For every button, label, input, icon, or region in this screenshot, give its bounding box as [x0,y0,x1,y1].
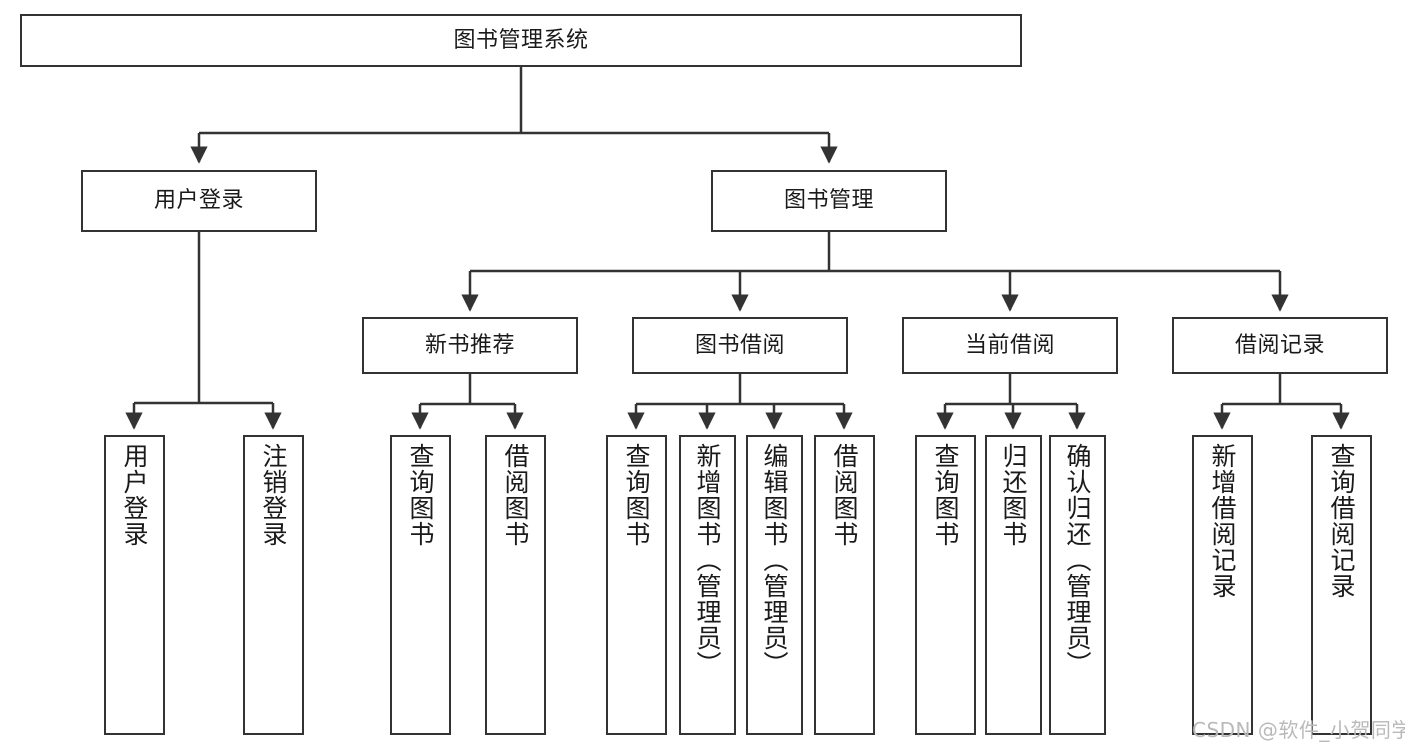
node-borrow-record[interactable]: 借阅记录 [1172,317,1388,374]
node-leaf-borrow-book-recommend-label: 借阅图书 [501,443,530,547]
node-user-login-label: 用户登录 [153,188,244,214]
node-leaf-add-borrow-record[interactable]: 新增借阅记录 [1192,435,1253,735]
node-root[interactable]: 图书管理系统 [20,14,1022,67]
node-leaf-query-borrow-record[interactable]: 查询借阅记录 [1311,435,1372,735]
node-leaf-edit-book-label: 编辑图书（管理员） [760,443,789,677]
node-leaf-query-book-borrow[interactable]: 查询图书 [606,435,667,735]
node-leaf-query-book-borrow-label: 查询图书 [622,443,651,547]
node-leaf-query-book-recommend-label: 查询图书 [406,443,435,547]
node-current-borrow-label: 当前借阅 [964,332,1055,358]
node-leaf-add-book-label: 新增图书（管理员） [693,443,722,677]
node-leaf-borrow-book-label: 借阅图书 [830,443,859,547]
node-leaf-logout-label: 注销登录 [259,443,288,547]
node-user-login[interactable]: 用户登录 [81,170,317,232]
node-root-label: 图书管理系统 [453,27,589,53]
csdn-watermark: CSDN @软件_小贺同学 [1192,718,1405,742]
node-leaf-return-book-label: 归还图书 [999,443,1028,547]
node-leaf-confirm-return[interactable]: 确认归还（管理员） [1049,435,1106,735]
node-book-manage[interactable]: 图书管理 [711,170,947,232]
node-borrow-record-label: 借阅记录 [1234,332,1325,358]
node-new-book-recommend[interactable]: 新书推荐 [362,317,578,374]
node-leaf-logout[interactable]: 注销登录 [243,435,304,735]
node-leaf-query-book-current[interactable]: 查询图书 [915,435,976,735]
node-current-borrow[interactable]: 当前借阅 [902,317,1118,374]
node-leaf-query-book-current-label: 查询图书 [931,443,960,547]
node-leaf-confirm-return-label: 确认归还（管理员） [1063,443,1092,677]
node-leaf-add-book[interactable]: 新增图书（管理员） [679,435,736,735]
node-leaf-query-book-recommend[interactable]: 查询图书 [390,435,451,735]
node-leaf-return-book[interactable]: 归还图书 [985,435,1042,735]
node-leaf-user-login[interactable]: 用户登录 [104,435,165,735]
node-leaf-query-borrow-record-label: 查询借阅记录 [1327,443,1356,599]
node-book-borrow[interactable]: 图书借阅 [632,317,848,374]
node-book-borrow-label: 图书借阅 [694,332,785,358]
node-new-book-recommend-label: 新书推荐 [424,332,515,358]
node-leaf-edit-book[interactable]: 编辑图书（管理员） [746,435,803,735]
node-leaf-add-borrow-record-label: 新增借阅记录 [1208,443,1237,599]
node-leaf-borrow-book[interactable]: 借阅图书 [814,435,875,735]
node-book-manage-label: 图书管理 [783,188,874,214]
node-leaf-user-login-label: 用户登录 [120,443,149,547]
node-leaf-borrow-book-recommend[interactable]: 借阅图书 [485,435,546,735]
